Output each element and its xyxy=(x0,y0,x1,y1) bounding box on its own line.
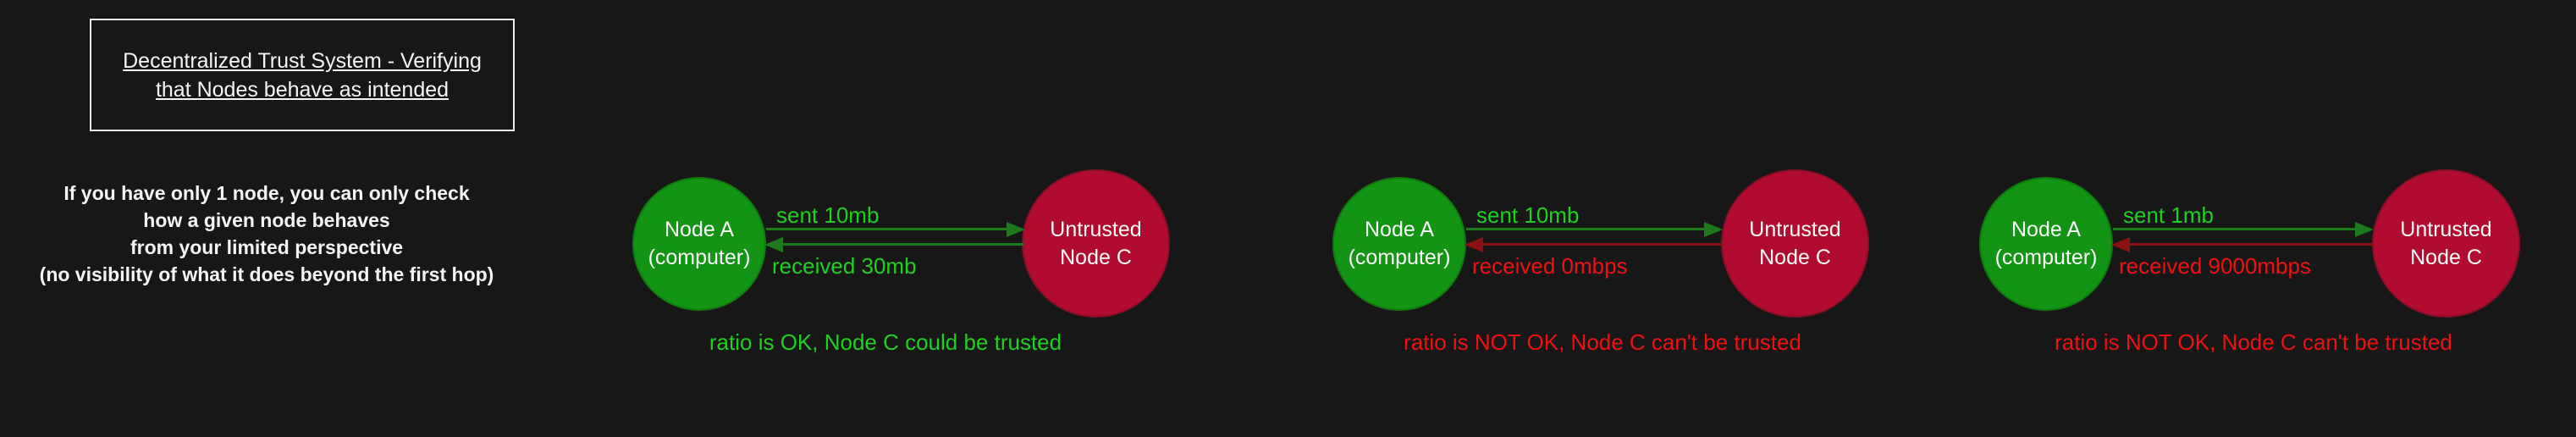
received-arrow-line xyxy=(783,243,1023,246)
node-a-label: Node A xyxy=(664,218,734,241)
trust-verdict-caption: ratio is OK, Node C could be trusted xyxy=(709,329,1062,355)
intro-line-2: how a given node behaves xyxy=(143,209,390,231)
node-a-label: Node A xyxy=(1364,218,1434,241)
node-a-label: Node A xyxy=(2011,218,2081,241)
node-c-sublabel: Node C xyxy=(2410,245,2482,269)
node-a-circle: Node A (computer) xyxy=(1332,177,1466,311)
node-c-circle: Untrusted Node C xyxy=(1721,169,1869,318)
title-line-2: that Nodes behave as intended xyxy=(155,77,450,102)
received-amount-label: received 9000mbps xyxy=(2119,253,2311,279)
node-a-sublabel: (computer) xyxy=(1348,246,1451,269)
node-c-sublabel: Node C xyxy=(1060,245,1132,269)
sent-amount-label: sent 1mb xyxy=(2123,202,2214,228)
node-c-circle: Untrusted Node C xyxy=(1022,169,1170,318)
received-amount-label: received 30mb xyxy=(772,253,917,279)
node-a-circle: Node A (computer) xyxy=(632,177,766,311)
intro-line-4: (no visibility of what it does beyond th… xyxy=(39,263,494,285)
node-c-sublabel: Node C xyxy=(1759,245,1831,269)
node-a-sublabel: (computer) xyxy=(648,246,751,269)
arrowhead-left-icon xyxy=(764,237,783,252)
node-a-sublabel: (computer) xyxy=(1994,246,2098,269)
arrowhead-right-icon xyxy=(1704,222,1723,237)
trust-verdict-caption: ratio is NOT OK, Node C can't be trusted xyxy=(1404,329,1801,355)
received-arrow-line xyxy=(1483,243,1723,246)
received-arrow-line xyxy=(2130,243,2374,246)
sent-arrow-line xyxy=(1466,228,1704,230)
node-c-circle: Untrusted Node C xyxy=(2372,169,2520,318)
arrowhead-right-icon xyxy=(1007,222,1025,237)
node-c-label: Untrusted xyxy=(2400,217,2492,241)
received-amount-label: received 0mbps xyxy=(1472,253,1628,279)
arrowhead-right-icon xyxy=(2355,222,2374,237)
arrowhead-left-icon xyxy=(2111,237,2130,252)
node-c-label: Untrusted xyxy=(1050,217,1142,241)
intro-line-1: If you have only 1 node, you can only ch… xyxy=(63,182,470,204)
sent-arrow-line xyxy=(766,228,1007,230)
node-a-circle: Node A (computer) xyxy=(1979,177,2113,311)
intro-line-3: from your limited perspective xyxy=(130,236,404,258)
sent-amount-label: sent 10mb xyxy=(776,202,880,228)
intro-text: If you have only 1 node, you can only ch… xyxy=(4,180,529,288)
arrowhead-left-icon xyxy=(1465,237,1483,252)
trust-verdict-caption: ratio is NOT OK, Node C can't be trusted xyxy=(2055,329,2452,355)
title-line-1: Decentralized Trust System - Verifying xyxy=(123,48,482,73)
sent-amount-label: sent 10mb xyxy=(1476,202,1580,228)
sent-arrow-line xyxy=(2113,228,2355,230)
node-c-label: Untrusted xyxy=(1749,217,1841,241)
title-box: Decentralized Trust System - Verifying t… xyxy=(90,19,515,131)
